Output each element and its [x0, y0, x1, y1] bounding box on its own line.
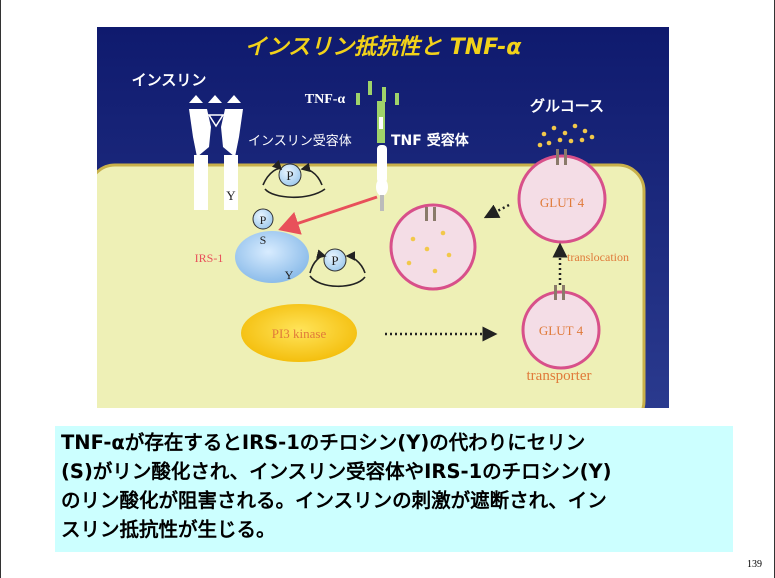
- tnf-receptor-shape: [376, 101, 388, 211]
- tnf-receptor-label: TNF 受容体: [391, 132, 470, 149]
- internal-vesicle-dots: [406, 230, 452, 274]
- glut4-bottom-channel: [554, 285, 565, 300]
- internal-vesicle-channel: [425, 207, 436, 221]
- pi3-kinase-label: PI3 kinase: [272, 326, 327, 341]
- page-border-left: [0, 0, 1, 578]
- translocation-label: translocation: [567, 250, 629, 264]
- insulin-label: インスリン: [132, 71, 207, 89]
- caption-box: TNF-αが存在するとIRS-1のチロシン(Y)の代わりにセリン (S)がリン酸…: [55, 426, 733, 552]
- slide-diagram: インスリン抵抗性と TNF-α インスリン Y TNF-α: [97, 27, 669, 408]
- glucose-molecules: [537, 123, 595, 148]
- caption-line-1: TNF-αが存在するとIRS-1のチロシン(Y)の代わりにセリン: [61, 431, 586, 454]
- tnf-alpha-molecules: [356, 81, 399, 105]
- page-number: 139: [747, 559, 762, 570]
- phospho-top-circle: [278, 163, 302, 187]
- glut4-top-channel: [556, 149, 567, 165]
- irs1-label: IRS-1: [195, 251, 224, 265]
- receptor-y-label: Y: [226, 188, 236, 203]
- cell-body: [97, 163, 646, 408]
- phospho-irs-label: P: [260, 213, 267, 227]
- tnf-alpha-label: TNF-α: [305, 92, 346, 107]
- tyrosine-irs-label: Y: [285, 268, 294, 282]
- internal-vesicle: [389, 203, 477, 291]
- transporter-label: transporter: [527, 368, 592, 384]
- glut4-top-vesicle: [517, 154, 607, 244]
- phospho-top-label: P: [286, 168, 293, 183]
- insulin-receptor-label: インスリン受容体: [248, 133, 352, 149]
- caption-line-3: のリン酸化が阻害される。インスリンの刺激が遮断され、イン: [61, 489, 607, 512]
- insulin-molecules: [189, 95, 241, 103]
- slide-title: インスリン抵抗性と TNF-α: [245, 34, 523, 60]
- caption-line-4: スリン抵抗性が生じる。: [61, 518, 276, 541]
- pi3-kinase-body: [241, 304, 357, 362]
- tnf-inhibition-arrow: [278, 195, 378, 235]
- serine-label: S: [260, 233, 267, 247]
- phospho-irs-circle: [252, 208, 274, 230]
- glut4-bottom-vesicle: [521, 290, 601, 370]
- glucose-label: グルコース: [530, 97, 604, 115]
- caption-line-2: (S)がリン酸化され、インスリン受容体やIRS-1のチロシン(Y): [61, 460, 612, 483]
- arrow-glut-to-vesicle: [483, 203, 510, 219]
- irs1-body: [235, 231, 309, 283]
- glut4-top-label: GLUT 4: [540, 195, 585, 210]
- phospho-mid-cycle: [309, 275, 366, 288]
- glut4-bottom-label: GLUT 4: [539, 323, 584, 338]
- insulin-receptor-shape: [189, 109, 243, 210]
- phospho-mid-label: P: [331, 253, 338, 268]
- phospho-top-cycle: [264, 188, 326, 199]
